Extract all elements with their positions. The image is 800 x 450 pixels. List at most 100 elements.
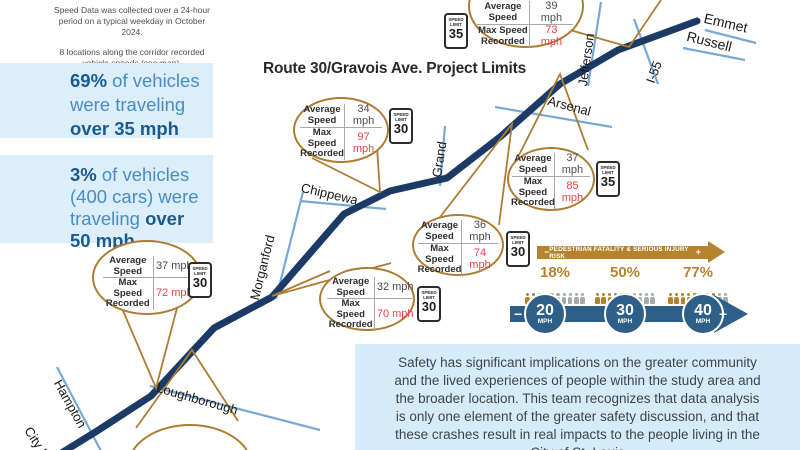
person-icon [580,292,585,304]
leader-callout-2 [311,146,382,194]
leader-callout-partial [135,348,239,429]
speed-circle-30mph: 30 MPH [604,293,646,335]
risk-plus: + [695,247,701,257]
stat2-rest1: of vehicles [96,164,190,185]
risk-percent-77: 77% [682,264,714,281]
risk-percent-50: 50% [609,264,641,281]
cross-street-lines [56,1,757,450]
map-title: Route 30/Gravois Ave. Project Limits [263,60,526,77]
leader-callout-1 [120,305,178,391]
speed-limit-sign-35: SPEED LIMIT 35 [444,13,468,49]
risk-arrowhead-icon [708,241,725,263]
person-icon [601,292,606,304]
road-gravois [59,17,701,450]
stat-box-over-35mph: 69% of vehicles were traveling over 35 m… [0,63,213,139]
callout-leaders [120,0,662,429]
callout-1-max-value: 72 mph [155,287,193,299]
stat1-percent: 69% [70,70,108,91]
person-icon [668,292,673,304]
stat1-line3: over 35 mph [70,118,179,139]
callout-6-avg-value: 32 mph [375,277,415,299]
person-icon [674,292,679,304]
stat2-line3: traveling over [70,208,213,230]
callout-ellipse-6 [319,267,415,331]
speed-limit-sign-30: SPEED LIMIT 30 [188,262,212,298]
risk-percent-18: 18% [539,264,571,281]
street-line-emmet [704,28,757,45]
stat2-percent: 3% [70,164,97,185]
callout-1-avg-value: 37 mph [153,256,195,278]
risk-minus: − [544,247,550,257]
speed-band-minus: − [514,306,523,322]
leader-callout-4 [518,71,589,156]
stat2-rest3: traveling [70,208,146,229]
person-icon [561,292,567,304]
callout-6-max-value: 70 mph [376,308,414,320]
speed-limit-sign-30: SPEED LIMIT 30 [506,231,530,267]
risk-title: PEDESTRIAN FATALITY & SERIOUS INJURY RIS… [549,245,689,260]
street-line-chippewa [299,199,387,211]
speed-band-plus: + [719,306,728,322]
stat2-line1: 3% of vehicles [70,164,213,186]
person-icon [574,292,579,304]
stat1-line1: 69% of vehicles [70,69,213,93]
note-paragraph-1: Speed Data was collected over a 24-hour … [54,5,210,37]
person-icon [650,292,655,304]
street-line-russell [682,46,746,62]
street-line-i55 [632,18,660,85]
callout-ellipse-4 [507,147,595,211]
speed-limit-sign-35: SPEED LIMIT 35 [596,161,620,197]
stat1-line2: were traveling [70,94,186,115]
stat1-rest1: of vehicles [107,70,200,91]
stat2-line2: (400 cars) were [70,186,199,207]
speed-circle-20mph: 20 MPH [524,293,566,335]
callout-ellipse-partial [132,424,248,450]
person-icon [680,292,686,304]
street-line-jefferson [586,1,603,87]
safety-text-box: Safety has significant implications on t… [355,344,800,450]
street-line-morganford [274,191,305,300]
callout-ellipse-2 [293,97,389,163]
leader-callout-5 [436,120,514,226]
person-icon [644,292,649,304]
stat-box-over-50mph: 3% of vehicles (400 cars) were traveling… [0,155,213,251]
safety-paragraph: Safety has significant implications on t… [394,355,761,450]
person-icon [567,292,573,304]
person-icon [595,292,600,304]
stat2-bold3: over [145,208,185,229]
street-line-arsenal [494,105,613,129]
risk-arrow-band: − PEDESTRIAN FATALITY & SERIOUS INJURY R… [537,245,708,260]
callout-ellipse-5 [412,214,504,276]
speed-limit-sign-30: SPEED LIMIT 30 [389,108,413,144]
leader-callout-3 [569,0,662,49]
speed-circle-40mph: 40 MPH [682,293,724,335]
